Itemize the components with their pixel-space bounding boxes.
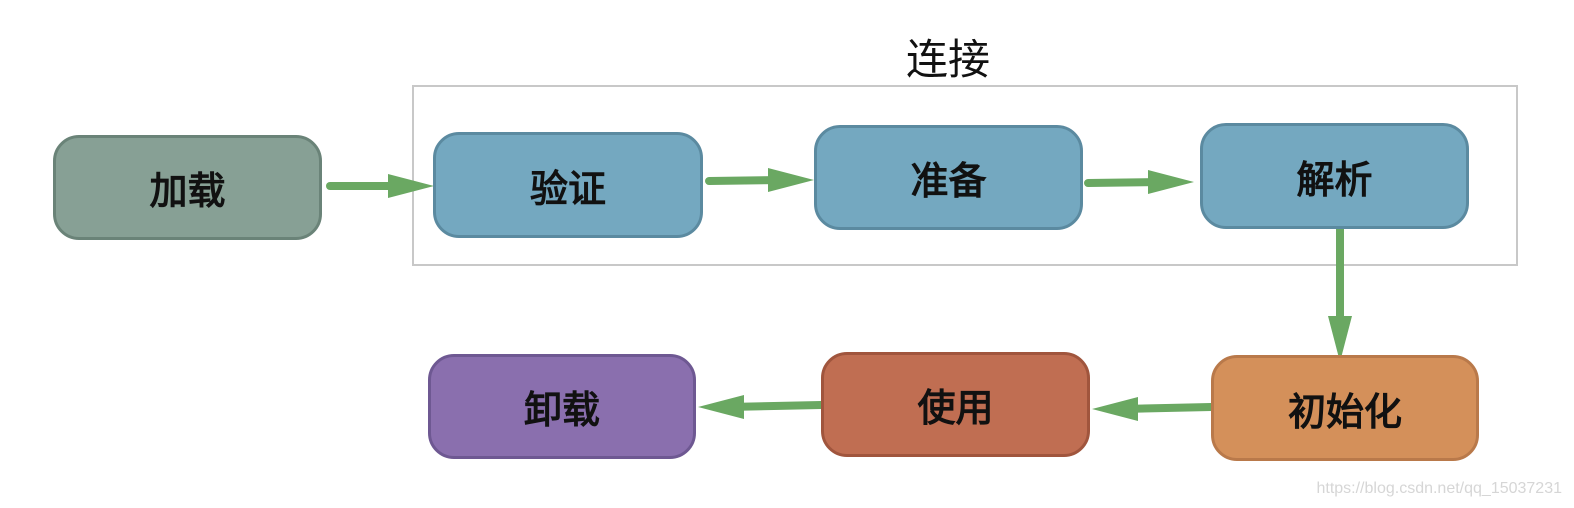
node-verify-label: 验证	[529, 165, 606, 211]
node-verify: 验证	[433, 132, 703, 238]
arrow-verify-to-prepare	[705, 168, 814, 192]
node-prepare: 准备	[814, 125, 1083, 230]
node-initialize-label: 初始化	[1287, 388, 1402, 434]
node-unload-label: 卸载	[523, 387, 600, 432]
node-use: 使用	[821, 352, 1090, 457]
node-load-label: 加载	[149, 168, 226, 213]
arrow-use-to-unload	[698, 395, 825, 419]
node-unload: 卸载	[428, 354, 696, 459]
arrow-initialize-to-use	[1092, 397, 1215, 421]
node-resolve: 解析	[1200, 123, 1469, 229]
node-use-label: 使用	[917, 385, 994, 430]
arrow-prepare-to-resolve	[1084, 170, 1194, 194]
watermark-text: https://blog.csdn.net/qq_15037231	[1316, 480, 1562, 497]
connection-group-box	[412, 85, 1518, 266]
node-prepare-label: 准备	[910, 158, 987, 203]
arrow-load-to-verify	[326, 174, 434, 198]
node-load: 加载	[53, 135, 322, 240]
connection-group-title: 连接	[905, 35, 990, 84]
node-resolve-label: 解析	[1296, 156, 1373, 202]
arrow-resolve-to-initialize	[1328, 225, 1352, 362]
node-initialize: 初始化	[1211, 355, 1479, 461]
